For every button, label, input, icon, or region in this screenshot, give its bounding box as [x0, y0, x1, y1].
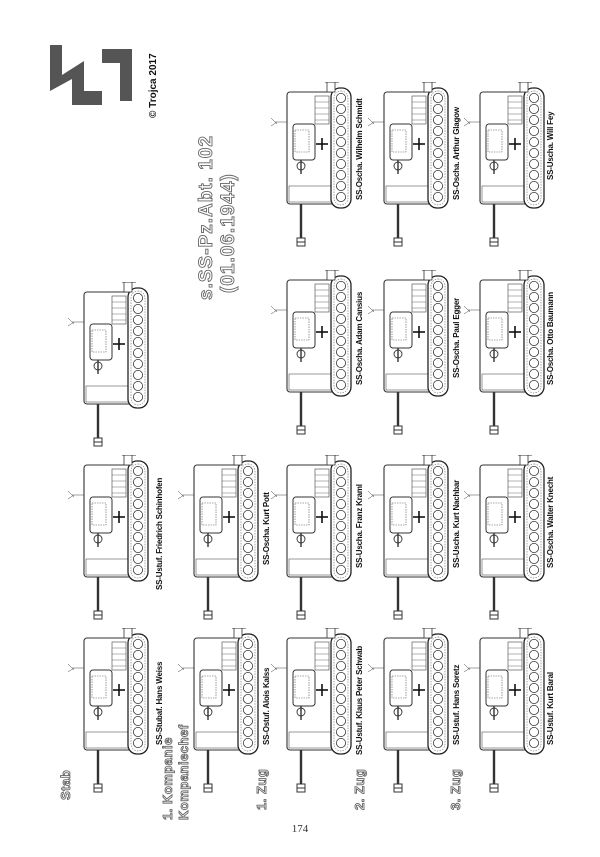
copyright: © Trojca 2017	[148, 53, 159, 118]
tank-drawing-z2-1	[366, 628, 450, 794]
tank-drawing-z3-4	[462, 82, 546, 248]
tank-label-chef: SS-Ostuf. Alois Kalss	[262, 667, 271, 745]
tank-drawing-z1-2	[269, 455, 353, 621]
unit-title: s.SS-Pz.Abt. 102	[196, 135, 218, 301]
tank-drawing-z1-4	[269, 82, 353, 248]
tank-label-z1-3: SS-Oscha. Adam Cansius	[355, 291, 364, 385]
tank-label-z1-4: SS-Oscha. Wilhelm Schmidt	[355, 98, 364, 200]
tank-drawing-z3-3	[462, 270, 546, 436]
tank-drawing-z1-1	[269, 628, 353, 794]
tank-drawing-z3-1	[462, 628, 546, 794]
tank-drawing-chef2	[176, 455, 260, 621]
tank-drawing-z2-3	[366, 270, 450, 436]
tank-label-z3-2: SS-Oscha. Walter Knecht	[546, 476, 555, 568]
tank-label-z2-2: SS-Uscha. Kurt Nachbar	[452, 479, 461, 568]
tank-label-z3-3: SS-Oscha. Otto Baumann	[546, 292, 555, 385]
tank-label-z1-1: SS-Ustuf. Klaus Peter Schwab	[355, 645, 364, 755]
tank-label-stab1: SS-Stubaf. Hans Weiss	[155, 661, 164, 745]
tank-label-stab2: SS-Ustuf. Friedrich Schinhofen	[155, 477, 164, 590]
tank-drawing-z1-3	[269, 270, 353, 436]
tank-label-z2-1: SS-Ustuf. Hans Soretz	[452, 664, 461, 745]
tank-label-z3-1: SS-Ustuf. Kurt Baral	[546, 672, 555, 745]
tank-drawing-chef	[176, 628, 260, 794]
tank-drawing-z2-2	[366, 455, 450, 621]
page-number: 174	[291, 823, 309, 835]
tank-label-z2-4: SS-Oscha. Arthur Glagow	[452, 107, 461, 200]
unit-date: (01.06.1944)	[218, 173, 240, 294]
tank-drawing-z3-2	[462, 455, 546, 621]
tank-drawing-stab1	[66, 628, 150, 794]
tank-drawing-z2-4	[366, 82, 450, 248]
tank-drawing-stab2	[66, 455, 150, 621]
tank-label-z2-3: SS-Oscha. Paul Egger	[452, 297, 461, 378]
tank-label-z3-4: SS-Uscha. Will Fey	[546, 111, 555, 180]
sig-rune-icon	[50, 45, 132, 105]
tank-drawing-stab3	[66, 282, 150, 448]
tank-label-z1-2: SS-Uscha. Franz Kraml	[355, 484, 364, 568]
tank-label-chef2: SS-Oscha. Kurt Pott	[262, 492, 271, 565]
